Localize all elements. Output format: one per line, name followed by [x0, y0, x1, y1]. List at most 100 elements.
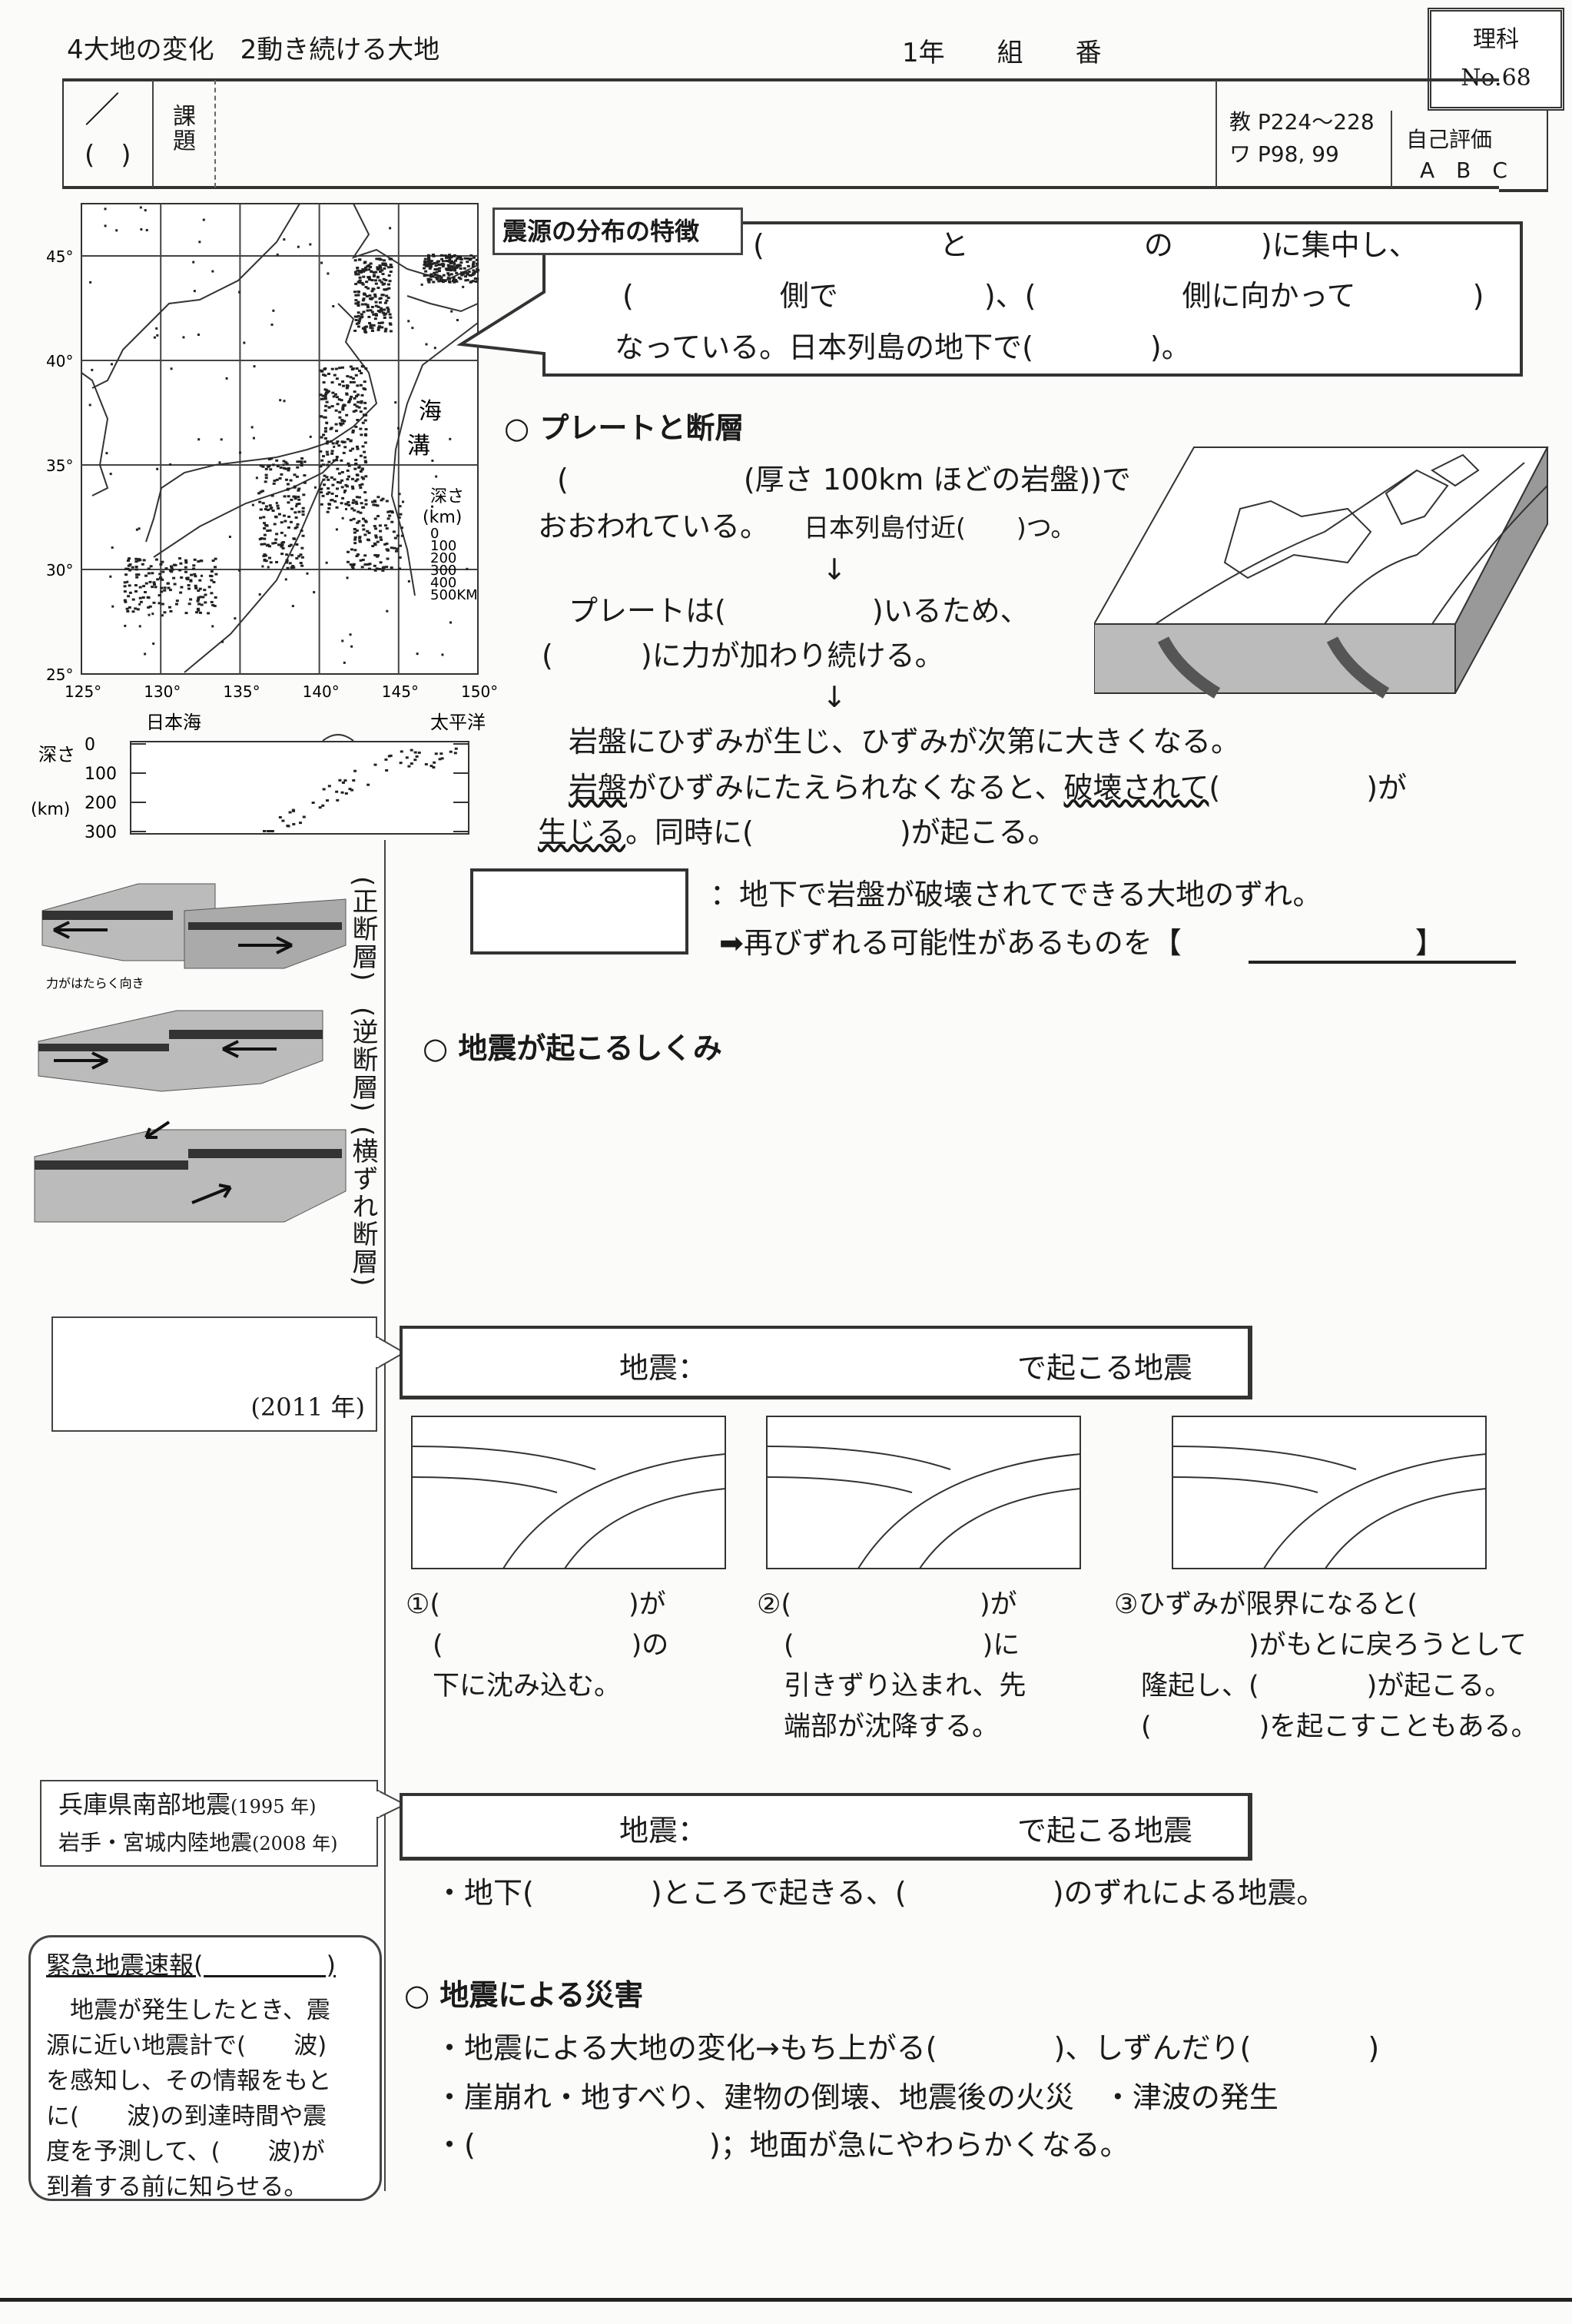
- class-info: 1年 組 番: [902, 38, 1102, 68]
- depth-legend-value: 400: [430, 575, 456, 591]
- plates-line-2b: 日本列島付近( )つ。: [804, 513, 1076, 543]
- section-ytick: 200: [85, 794, 117, 813]
- plates-line-6a: 岩盤: [569, 771, 628, 805]
- hypocenter-label: 震源の分布の特徴: [502, 217, 700, 246]
- trench-label-2: 溝: [407, 433, 430, 460]
- lon-tick: 135°: [223, 682, 260, 701]
- disaster-item-1: ・地震による大地の変化→もち上がる( )、しずんだり( ): [435, 2031, 1380, 2065]
- arrow-down-icon-2: ↓: [822, 680, 847, 714]
- plates-line-6d: ( )が: [1209, 771, 1408, 805]
- step-3: ③ひずみが限界になると( )がもとに戻ろうとして 隆起し、( )が起こる。 ( …: [1114, 1589, 1538, 1742]
- section-ytick: 300: [85, 823, 117, 842]
- coastlines: [81, 203, 479, 673]
- normal-fault-diagram: [41, 883, 347, 969]
- plates-line-7: 生じる。同時に( )が起こる。: [538, 818, 1057, 847]
- self-eval-label: 自己評価: [1406, 127, 1493, 152]
- depth-legend-title: 深さ: [430, 487, 464, 506]
- plates-line-3: プレートは( )いるため、: [569, 594, 1030, 628]
- disaster-item-2: ・崖崩れ・地すべり、建物の倒壊、地震後の火災 ・津波の発生: [435, 2080, 1278, 2114]
- date-paren: ( ): [85, 140, 131, 171]
- force-caption: 力がはたらく向き: [46, 976, 144, 991]
- quake-type-2-suffix: で起こる地震: [1017, 1814, 1193, 1848]
- depth-legend-value: 500KM: [430, 587, 478, 603]
- lat-tick: 35°: [46, 456, 73, 475]
- quake-type-1-suffix: で起こる地震: [1017, 1351, 1193, 1385]
- depth-legend-value: 200: [430, 550, 456, 566]
- reverse-fault-label: (逆断層): [347, 1007, 378, 1114]
- hypocenter-dots: [88, 206, 480, 664]
- inland-quake-1: 兵庫県南部地震: [58, 1790, 231, 1819]
- inland-year-1: (1995 年): [230, 1796, 317, 1818]
- depth-section-chart: 日本海 太平洋 深さ (km) 0 100 200 300: [31, 712, 486, 842]
- self-eval-options[interactable]: A B C: [1420, 158, 1507, 183]
- task-input-area[interactable]: [223, 85, 1210, 183]
- worksheet-title: 4大地の変化 2動き続ける大地: [67, 35, 440, 65]
- eew-title: 緊急地震速報( ): [46, 1950, 336, 1980]
- plates-line-1: ( (厚さ 100km ほどの岩盤))で: [557, 463, 1132, 496]
- eew-description: 地震が発生したとき、震源に近い地震計で( 波)を感知し、その情報をもとに( 波)…: [46, 1997, 332, 2201]
- fault-answer-box[interactable]: [470, 868, 688, 954]
- plates-line-6b: がひずみにたえられなくなると、: [627, 771, 1064, 805]
- fault-diagrams: 力がはたらく向き: [34, 883, 347, 1223]
- plates-line-4: ( )に力が加わり続ける。: [542, 639, 944, 672]
- quake-type-2-label: 地震：: [619, 1814, 708, 1848]
- subduction-diagram-3: [1172, 1416, 1487, 1569]
- strike-slip-fault-label: (横ずれ断層): [347, 1126, 378, 1288]
- plates-line-6: 岩盤がひずみにたえられなくなると、破壊されて( )が: [569, 773, 1407, 802]
- inland-quake-2: 岩手・宮城内陸地震: [58, 1830, 253, 1855]
- lon-tick: 150°: [461, 682, 498, 701]
- eew-box: 緊急地震速報( ) 地震が発生したとき、震源に近い地震計で( 波)を感知し、その…: [28, 1935, 382, 2201]
- section-ytick: 0: [85, 735, 95, 755]
- hypocenter-line-3: なっている。日本列島の地下で( )。: [615, 330, 1191, 364]
- lat-tick: 45°: [46, 247, 73, 266]
- section-ytick: 100: [85, 765, 117, 784]
- lon-tick: 140°: [303, 682, 340, 701]
- inland-description: ・地下( )ところで起きる、( )のずれによる地震。: [435, 1876, 1326, 1910]
- task-label: 課題: [168, 104, 195, 153]
- section-right-label: 太平洋: [430, 712, 486, 733]
- step-1: ①( )が ( )の 下に沈み込む。: [406, 1589, 669, 1702]
- normal-fault-label: (正断層): [347, 876, 378, 983]
- subject-badge: 理科 No.68: [1428, 8, 1564, 111]
- plates-heading: ○ プレートと断層: [504, 411, 745, 445]
- lon-tick: 125°: [65, 682, 101, 701]
- depth-legend-unit: (km): [423, 508, 462, 527]
- section-ylabel: 深さ: [38, 744, 75, 765]
- fault-definition: ：地下で岩盤が破壊されてできる大地のずれ。: [710, 878, 1322, 911]
- quake-2011-box[interactable]: (2011 年): [51, 1316, 377, 1432]
- hypocenter-line-1: ( と の )に集中し、: [753, 228, 1418, 262]
- subduction-diagram-2: [766, 1416, 1081, 1569]
- subject-label: 理科: [1473, 26, 1519, 53]
- quake-2011-year: (2011 年): [250, 1393, 365, 1422]
- lat-tick: 25°: [46, 666, 73, 684]
- step-2: ②( )が ( )に 引きずり込まれ、先 端部が沈降する。: [757, 1589, 1026, 1742]
- plates-line-7a: 生じる: [538, 815, 626, 849]
- workbook-pages: ワ P98, 99: [1229, 141, 1339, 167]
- lat-tick: 30°: [46, 561, 73, 579]
- quake-type-box-2: 地震： で起こる地震: [400, 1793, 1252, 1861]
- plates-line-5: 岩盤にひずみが生じ、ひずみが次第に大きくなる。: [569, 725, 1241, 759]
- active-fault-answer-line[interactable]: [1249, 961, 1516, 964]
- mechanism-heading: ○ 地震が起こるしくみ: [423, 1031, 722, 1065]
- column-divider: [384, 840, 386, 2191]
- date-slash: ／: [85, 89, 120, 131]
- lat-tick: 40°: [46, 352, 73, 370]
- lon-tick: 145°: [382, 682, 419, 701]
- section-left-label: 日本海: [146, 712, 201, 733]
- worksheet-number: No.68: [1461, 65, 1531, 91]
- section-yunit: (km): [31, 800, 70, 819]
- strike-slip-fault-diagram: [34, 1120, 347, 1223]
- disaster-heading: ○ 地震による災害: [404, 1978, 644, 2012]
- textbook-pages: 教 P224～228: [1229, 109, 1375, 134]
- arrow-down-icon: ↓: [822, 553, 847, 586]
- reverse-fault-diagram: [38, 1010, 323, 1092]
- depth-legend-value: 100: [430, 538, 456, 554]
- depth-legend-value: 300: [430, 563, 456, 579]
- plates-line-6c: 破壊されて: [1063, 771, 1209, 805]
- plates-line-7b: 。同時に( )が起こる。: [625, 815, 1057, 849]
- bottom-rule: [0, 2298, 1572, 2302]
- disaster-item-3: ・( )；地面が急にやわらかくなる。: [435, 2128, 1129, 2162]
- plate-block-diagram: [1094, 447, 1549, 699]
- trench-label-1: 海: [419, 398, 442, 425]
